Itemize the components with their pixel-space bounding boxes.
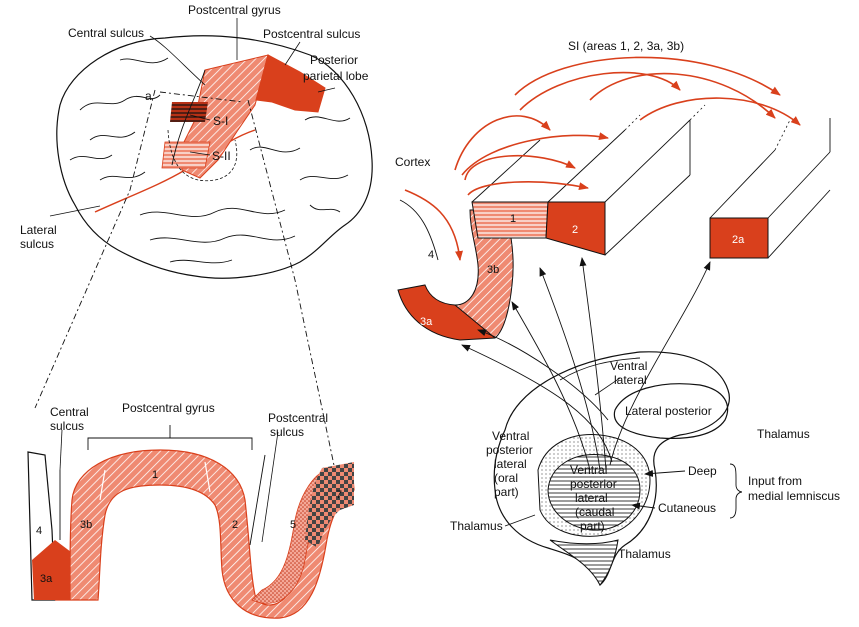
label-vpl-caudal-4: (caudal <box>575 505 614 519</box>
label-thalamus-right: Thalamus <box>757 427 810 441</box>
label-input-2: medial lemniscus <box>748 489 840 503</box>
brain-lateral-view <box>34 18 373 471</box>
thalamus-lateral-posterior <box>613 383 729 440</box>
cortico-arrow-3 <box>467 181 589 196</box>
thalamus-vpl-caudal <box>547 454 641 531</box>
section-labels: Central sulcus Postcentral gyrus Postcen… <box>36 401 342 585</box>
label-section-area-3b: 3b <box>80 519 92 531</box>
label-lateral-sulcus-1: Lateral <box>20 223 57 237</box>
cortico-arrow-8 <box>639 97 801 126</box>
cortico-arrow-1 <box>454 115 551 171</box>
label-cutaneous: Cutaneous <box>658 501 716 515</box>
deep-input-arrow <box>644 469 686 477</box>
label-block-area-2: 2 <box>572 224 578 236</box>
thalamus-ventral-lateral <box>559 357 641 381</box>
label-vpl-caudal-2: posterior <box>570 477 617 491</box>
label-vpl-oral-3: lateral <box>494 457 527 471</box>
label-block-area-2a: 2a <box>732 234 745 246</box>
label-input-1: Input from <box>748 474 802 488</box>
block-labels: SI (areas 1, 2, 3a, 3b) Cortex 4 3a 3b 1… <box>395 39 745 328</box>
label-section-area-1: 1 <box>152 469 158 481</box>
label-s2: S-II <box>212 149 231 163</box>
label-block-area-3b: 3b <box>487 264 499 276</box>
label-central-sulcus-top: Central sulcus <box>68 26 144 40</box>
cortico-arrow-4 <box>461 132 609 176</box>
label-central-sulcus-bottom-1: Central <box>50 405 89 419</box>
brain-outline <box>56 35 373 279</box>
cortico-arrow-2 <box>464 154 576 181</box>
label-si-title: SI (areas 1, 2, 3a, 3b) <box>568 39 684 53</box>
brain-s2-region <box>161 141 211 169</box>
cortico-arrow-7 <box>589 72 776 119</box>
label-ventral-lateral-2: lateral <box>614 373 647 387</box>
label-lateral-posterior: Lateral posterior <box>625 404 712 418</box>
input-brace <box>729 463 743 519</box>
cortex-cross-section <box>27 425 355 619</box>
thalamus-outline <box>493 351 730 586</box>
label-block-area-1: 1 <box>510 213 516 225</box>
label-vpl-oral-4: (oral <box>494 471 518 485</box>
label-postcentral-sulcus-top: Postcentral sulcus <box>263 27 360 41</box>
label-vpl-caudal-3: lateral <box>575 491 608 505</box>
cortico-arrow-9 <box>404 189 463 261</box>
label-thalamus-bottom: Thalamus <box>618 547 671 561</box>
label-vpl-caudal-1: Ventral <box>570 463 607 477</box>
cortico-arrow-5 <box>519 71 681 111</box>
label-vpl-oral-5: part) <box>494 485 519 499</box>
si-block-diagram <box>397 56 831 341</box>
label-section-area-4: 4 <box>36 525 42 537</box>
brain-posterior-parietal-lobe <box>255 54 326 113</box>
thalamus-labels: Ventral lateral Lateral posterior Thalam… <box>450 359 840 561</box>
label-postcentral-sulcus-bottom-1: Postcentral <box>268 411 328 425</box>
label-lateral-sulcus-2: sulcus <box>20 237 54 251</box>
label-s1: S-I <box>213 114 228 128</box>
label-vpl-oral-2: posterior <box>486 443 533 457</box>
label-vpl-oral-1: Ventral <box>492 429 529 443</box>
label-deep: Deep <box>688 464 717 478</box>
label-thalamus-left: Thalamus <box>450 519 503 533</box>
label-section-area-5: 5 <box>290 519 296 531</box>
brain-labels: Postcentral gyrus Central sulcus Postcen… <box>20 3 369 251</box>
label-central-sulcus-bottom-2: sulcus <box>50 419 84 433</box>
label-section-area-7: 7 <box>336 489 342 501</box>
label-postcentral-gyrus-top: Postcentral gyrus <box>188 3 281 17</box>
label-section-area-3a: 3a <box>40 573 53 585</box>
brain-s1-region <box>170 102 208 122</box>
label-block-area-4: 4 <box>428 249 434 261</box>
cutaneous-input-arrow <box>631 502 656 510</box>
section-area-3a <box>32 540 75 600</box>
label-section-area-2: 2 <box>232 519 238 531</box>
cortico-arrow-6 <box>514 56 781 96</box>
thalamus-diagram <box>461 257 743 586</box>
label-posterior-parietal-2: parietal lobe <box>303 69 369 83</box>
label-posterior-parietal-1: Posterior <box>310 53 358 67</box>
thalamus-tail <box>549 539 619 586</box>
label-vpl-caudal-5: part) <box>580 519 605 533</box>
label-cortex: Cortex <box>395 155 430 169</box>
label-block-area-3a: 3a <box>420 316 433 328</box>
section-area-7 <box>305 462 354 548</box>
label-ventral-lateral-1: Ventral <box>610 359 647 373</box>
label-postcentral-gyrus-bottom: Postcentral gyrus <box>122 401 215 415</box>
label-section-marker: a <box>145 89 152 103</box>
label-postcentral-sulcus-bottom-2: sulcus <box>270 425 304 439</box>
